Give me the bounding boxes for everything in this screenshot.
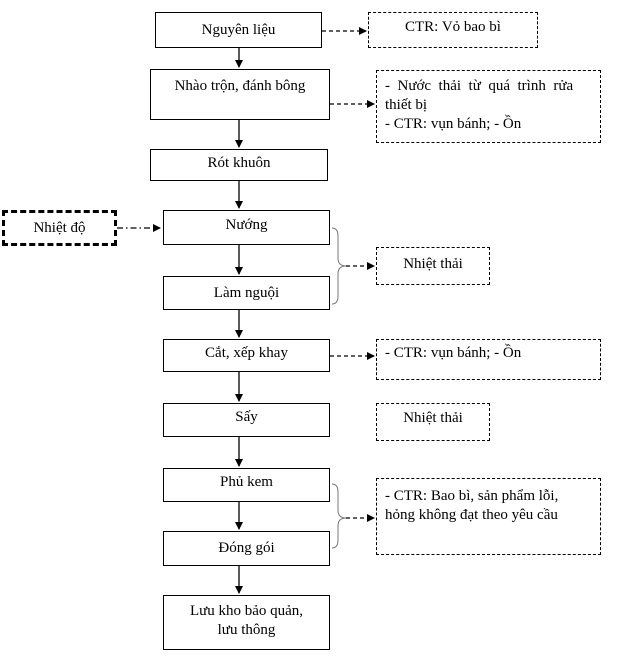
storage-line-2: lưu thông bbox=[217, 622, 276, 638]
step-cutting: Cắt, xếp khay bbox=[163, 339, 330, 372]
output-heat-2: Nhiệt thải bbox=[376, 403, 490, 441]
step-molding: Rót khuôn bbox=[150, 149, 328, 181]
brace-cream-packaging bbox=[331, 483, 347, 549]
step-storage: Lưu kho bảo quản, lưu thông bbox=[163, 595, 330, 650]
output-packaging-waste: CTR: Vỏ bao bì bbox=[368, 12, 538, 48]
brace-baking-cooling bbox=[331, 227, 347, 305]
step-mixing: Nhào trộn, đánh bông bbox=[150, 69, 330, 120]
step-packaging: Đóng gói bbox=[163, 531, 330, 566]
storage-line-1: Lưu kho bảo quản, bbox=[189, 603, 304, 619]
step-raw-material: Nguyên liệu bbox=[155, 12, 322, 48]
final-waste-line-2: hỏng không đạt theo yêu cầu bbox=[385, 507, 558, 523]
mixing-waste-line-3: - CTR: vụn bánh; - Ồn bbox=[385, 116, 522, 132]
step-drying: Sấy bbox=[163, 403, 330, 437]
mixing-waste-line-1: - Nước thải từ quá trình rửa bbox=[385, 78, 574, 94]
output-mixing-waste: - Nước thải từ quá trình rửa thiết bị - … bbox=[376, 70, 601, 143]
waste-arrows bbox=[322, 27, 375, 360]
mixing-waste-line-2: thiết bị bbox=[385, 97, 428, 113]
output-heat-1: Nhiệt thải bbox=[376, 247, 490, 285]
step-baking: Nướng bbox=[163, 210, 330, 245]
step-cooling: Làm nguội bbox=[163, 276, 330, 310]
output-final-waste: - CTR: Bao bì, sản phẩm lỗi, hỏng không … bbox=[376, 478, 601, 555]
input-temperature: Nhiệt độ bbox=[2, 210, 117, 246]
final-waste-line-1: - CTR: Bao bì, sản phẩm lỗi, bbox=[385, 488, 559, 504]
step-cream-coating: Phủ kem bbox=[163, 468, 330, 502]
output-cutting-waste: - CTR: vụn bánh; - Ồn bbox=[376, 339, 601, 380]
